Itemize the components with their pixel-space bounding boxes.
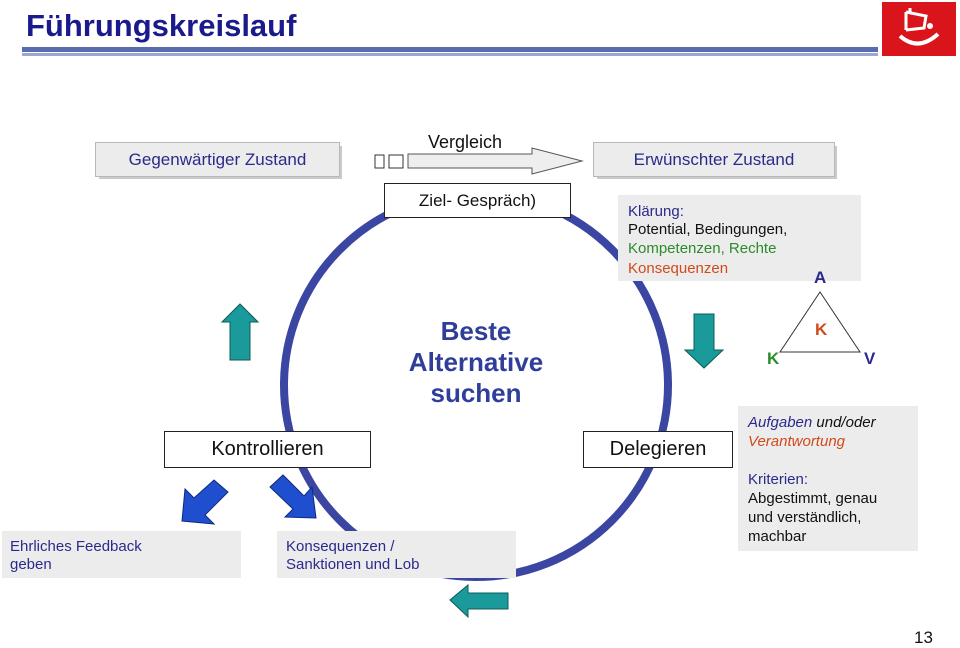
clarification-panel: [618, 195, 861, 281]
triangle-label-left: K: [767, 349, 780, 368]
goal-talk-box: Ziel- Gespräch): [384, 183, 571, 218]
down-arrow-icon: [683, 313, 725, 369]
down-right-arrow-icon: [269, 474, 317, 519]
current-state-label: Gegenwärtiger Zustand: [128, 149, 307, 169]
left-arrow-icon: [449, 583, 509, 619]
comparison-arrow-icon: [374, 147, 584, 175]
feedback-line-2: geben: [10, 556, 52, 573]
tasks-line-2: Verantwortung: [748, 433, 846, 450]
feedback-panel: [2, 531, 241, 578]
title-underline: [22, 47, 878, 52]
feedback-line-1: Ehrliches Feedback: [10, 538, 142, 555]
center-text: Beste Alternative suchen: [376, 316, 576, 409]
criteria-heading: Kriterien:: [748, 471, 809, 488]
up-arrow-icon: [220, 303, 260, 361]
tasks-word: Aufgaben: [748, 414, 813, 431]
consequences-line-2: Sanktionen und Lob: [286, 556, 420, 573]
clarification-line-1: Potential, Bedingungen,: [628, 221, 788, 238]
tasks-line-1: Aufgaben und/oder: [748, 414, 876, 432]
control-label: Kontrollieren: [211, 438, 324, 460]
clarification-line-2: Kompetenzen, Rechte: [628, 240, 777, 257]
criteria-line-3: machbar: [748, 528, 807, 545]
center-line-2: Alternative: [408, 347, 544, 377]
desired-state-label: Erwünschter Zustand: [633, 149, 795, 169]
criteria-line-1: Abgestimmt, genau: [748, 490, 878, 507]
ship-smile-logo-icon: [898, 8, 940, 46]
delegate-box: Delegieren: [583, 431, 733, 468]
title-underline-light: [22, 53, 878, 56]
tasks-and-or: und/oder: [812, 414, 876, 431]
consequences-panel: [277, 531, 516, 578]
triangle-label-right: V: [864, 349, 876, 368]
triangle-label-middle: K: [815, 320, 828, 339]
criteria-panel: [738, 406, 918, 551]
clarification-heading: Klärung:: [628, 203, 684, 220]
desired-state-box: Erwünschter Zustand: [593, 142, 835, 177]
akv-triangle: [779, 291, 861, 353]
page-title: Führungskreislauf: [26, 8, 297, 43]
current-state-box: Gegenwärtiger Zustand: [95, 142, 340, 177]
criteria-line-2: und verständlich,: [748, 509, 862, 526]
clarification-line-3: Konsequenzen: [628, 260, 729, 277]
down-left-arrow-icon: [181, 479, 229, 525]
center-line-1: Beste: [440, 316, 512, 346]
page-number: 13: [914, 628, 933, 647]
center-line-3: suchen: [430, 378, 522, 408]
goal-talk-label: Ziel- Gespräch): [418, 190, 537, 210]
triangle-label-top: A: [814, 268, 827, 287]
logo: [882, 2, 956, 56]
comparison-label: Vergleich: [428, 132, 503, 152]
delegate-label: Delegieren: [609, 438, 707, 460]
consequences-line-1: Konsequenzen /: [286, 538, 395, 555]
control-box: Kontrollieren: [164, 431, 371, 468]
